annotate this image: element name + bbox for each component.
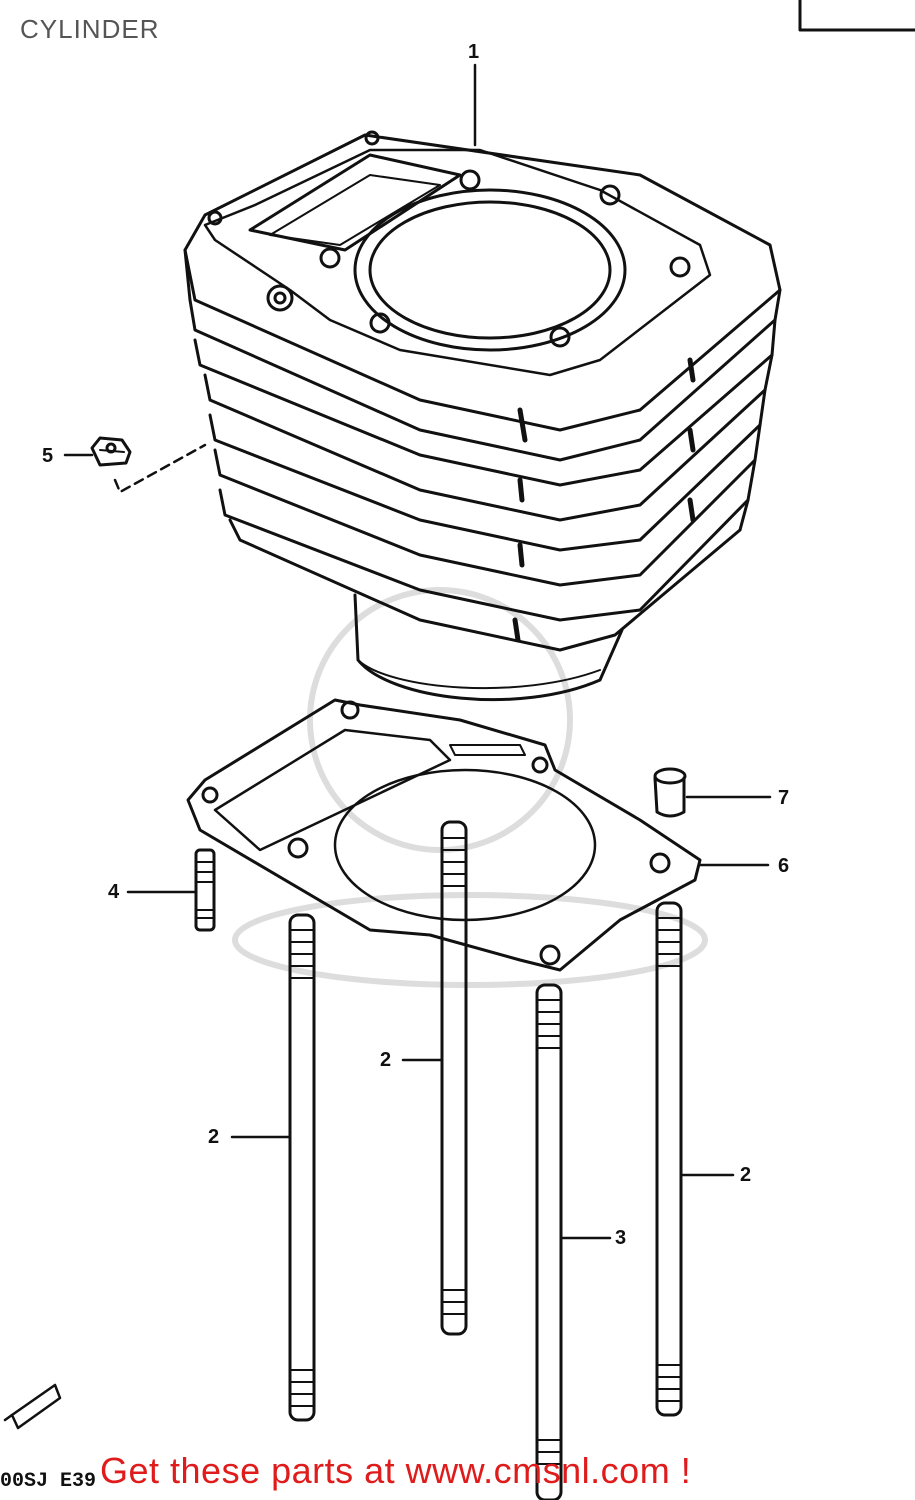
callout-part-1: 1 [468, 41, 480, 63]
watermark-emblem [232, 587, 708, 988]
callout-part-2-left: 2 [208, 1126, 220, 1148]
long-stud-center [440, 820, 468, 1336]
page-title: CYLINDER [20, 14, 160, 44]
cylinder-block [183, 130, 782, 702]
callout-part-2-right: 2 [740, 1164, 752, 1186]
callout-part-4: 4 [108, 881, 120, 903]
short-stud [194, 848, 216, 932]
base-gasket [186, 698, 702, 972]
leader-lines [63, 63, 772, 1240]
callout-part-5: 5 [42, 445, 54, 467]
callout-part-6: 6 [778, 855, 790, 877]
long-stud-left [288, 913, 316, 1422]
get-parts-link[interactable]: Get these parts at www.cmsnl.com ! [100, 1450, 692, 1491]
fwd-arrow-icon [3, 1383, 62, 1430]
model-code: 00SJ E39 [0, 1470, 97, 1493]
page-corner-frame [798, 0, 915, 32]
callout-part-3: 3 [615, 1227, 627, 1249]
long-stud-right [655, 901, 683, 1417]
callout-part-7: 7 [778, 787, 790, 809]
long-stud-part3 [535, 983, 563, 1500]
flange-nut [90, 436, 132, 467]
callout-part-2-center: 2 [380, 1049, 392, 1071]
dowel-pin [653, 767, 687, 818]
